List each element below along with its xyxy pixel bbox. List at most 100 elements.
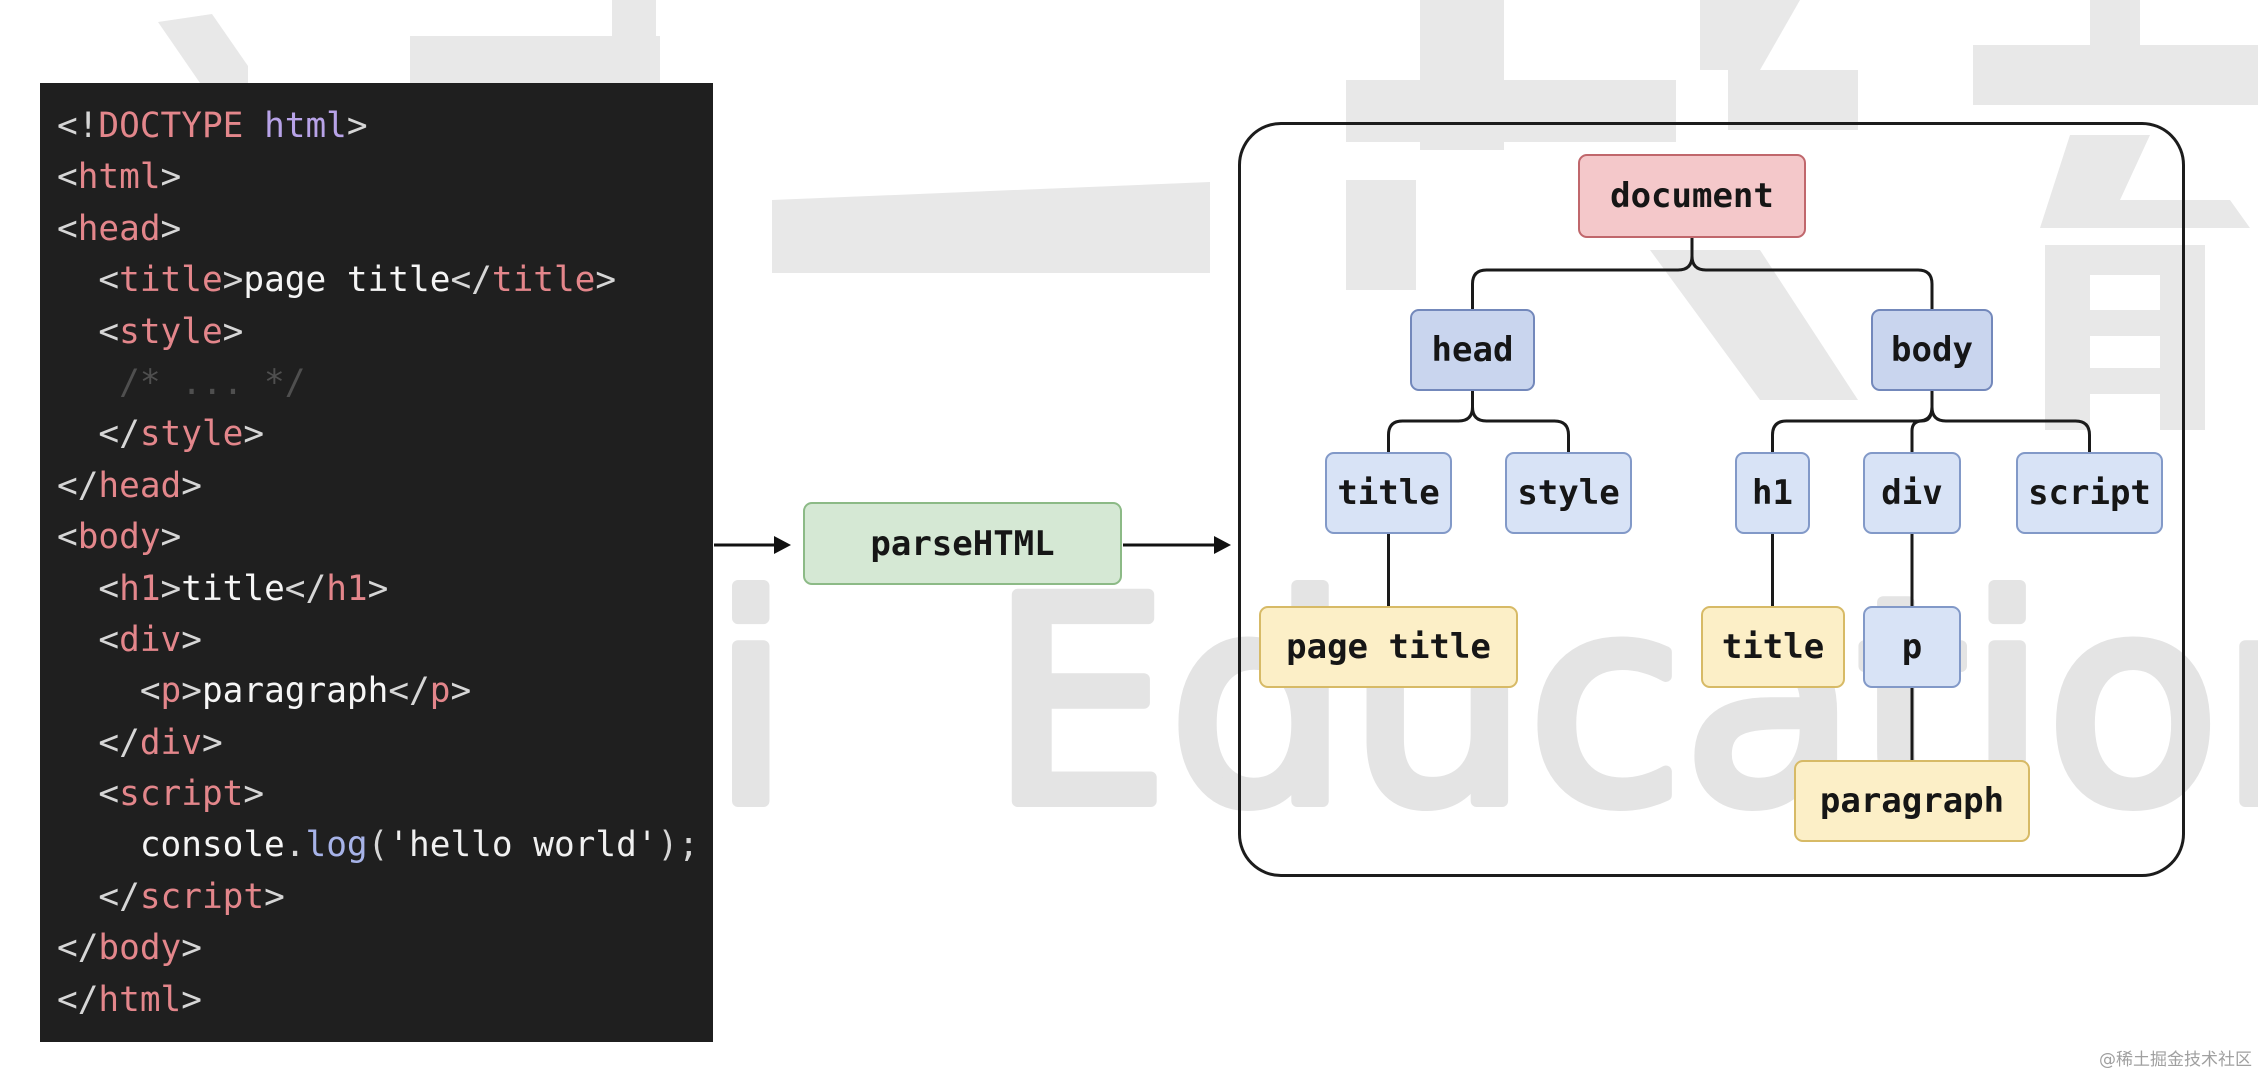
code-token: > bbox=[160, 157, 182, 198]
code-token: <! bbox=[57, 106, 99, 146]
code-line: <body> bbox=[57, 512, 713, 563]
code-token: > bbox=[367, 568, 389, 609]
node-title: title bbox=[1325, 452, 1452, 534]
code-token: h1 bbox=[119, 568, 161, 609]
code-token: div bbox=[139, 722, 202, 763]
watermark-glyph-stroke bbox=[158, 14, 248, 83]
code-token: < bbox=[57, 208, 78, 249]
code-token: script bbox=[119, 774, 244, 815]
dom-tree-container bbox=[1238, 122, 2185, 877]
node-label: div bbox=[1881, 473, 1943, 513]
code-token: > bbox=[222, 311, 244, 352]
code-token: > bbox=[160, 208, 182, 249]
code-token: console bbox=[57, 825, 285, 866]
code-token: > bbox=[160, 517, 182, 558]
code-panel: <!DOCTYPE html><html><head> <title>page … bbox=[40, 83, 713, 1042]
code-token: < bbox=[57, 260, 120, 301]
code-token: </ bbox=[57, 722, 140, 763]
code-token: p bbox=[160, 671, 182, 712]
code-token: > bbox=[595, 260, 617, 301]
code-token: </ bbox=[57, 928, 99, 969]
code-line: <p>paragraph</p> bbox=[57, 666, 713, 717]
code-token: > bbox=[181, 979, 202, 1020]
code-token: title bbox=[119, 260, 223, 301]
code-token: h1 bbox=[326, 568, 368, 609]
code-token: < bbox=[57, 568, 120, 609]
code-line: <head> bbox=[57, 204, 713, 255]
node-p: p bbox=[1863, 606, 1961, 688]
code-token: html bbox=[98, 979, 182, 1020]
watermark-glyph-stroke bbox=[1728, 70, 1858, 130]
code-token: style bbox=[119, 311, 223, 352]
code-token: . bbox=[284, 825, 306, 866]
watermark-glyph-stroke bbox=[1700, 0, 1800, 70]
code-token: < bbox=[57, 671, 161, 712]
code-token: > bbox=[346, 106, 368, 146]
code-token: > bbox=[181, 619, 202, 660]
arrow-parse-to-tree bbox=[1123, 536, 1231, 554]
code-line: </head> bbox=[57, 461, 713, 512]
node-style: style bbox=[1505, 452, 1632, 534]
code-line: <html> bbox=[57, 152, 713, 203]
code-line: </body> bbox=[57, 923, 713, 974]
code-line: </style> bbox=[57, 409, 713, 460]
code-token: > bbox=[181, 928, 202, 969]
code-token: < bbox=[57, 517, 78, 558]
code-token: log bbox=[305, 825, 368, 866]
parse-html-label: parseHTML bbox=[870, 523, 1055, 564]
code-token: < bbox=[57, 619, 120, 660]
watermark-glyph-stroke bbox=[612, 0, 656, 50]
node-script: script bbox=[2016, 452, 2163, 534]
parse-html-step: parseHTML bbox=[803, 502, 1122, 585]
code-token: div bbox=[119, 619, 182, 660]
node-label: title bbox=[1721, 627, 1825, 667]
code-token: paragraph bbox=[201, 671, 389, 712]
node-label: title bbox=[1337, 473, 1440, 513]
watermark-glyph-stroke bbox=[410, 36, 660, 83]
code-line: /* ... */ bbox=[57, 358, 713, 409]
code-line: <script> bbox=[57, 769, 713, 820]
node-label: paragraph bbox=[1819, 781, 2005, 821]
code-token: head bbox=[77, 208, 161, 249]
arrow-head bbox=[774, 536, 791, 554]
node-label: p bbox=[1901, 627, 1923, 667]
code-token: body bbox=[98, 928, 182, 969]
node-label: style bbox=[1517, 473, 1620, 513]
code-token: ); bbox=[657, 825, 699, 866]
code-token: </ bbox=[388, 671, 430, 712]
code-token: p bbox=[429, 671, 451, 712]
code-token: > bbox=[264, 876, 285, 917]
code-token: /* ... */ bbox=[57, 362, 306, 403]
code-token: 'hello world' bbox=[388, 825, 658, 866]
code-token: DOCTYPE bbox=[98, 106, 244, 146]
node-text-title: title bbox=[1701, 606, 1845, 688]
node-h1: h1 bbox=[1735, 452, 1810, 534]
code-token: </ bbox=[57, 876, 140, 917]
code-token: style bbox=[139, 414, 244, 455]
watermark-glyph-stroke bbox=[772, 182, 1210, 273]
code-token: > bbox=[450, 671, 472, 712]
code-token: > bbox=[243, 414, 265, 455]
code-token: </ bbox=[57, 465, 99, 506]
node-label: head bbox=[1431, 330, 1514, 370]
code-token: > bbox=[160, 568, 182, 609]
code-token: head bbox=[98, 465, 182, 506]
code-token: page title bbox=[243, 260, 451, 301]
node-text-page-title: page title bbox=[1259, 606, 1518, 688]
code-token: body bbox=[77, 517, 161, 558]
node-label: body bbox=[1891, 330, 1973, 370]
arrow-head bbox=[1214, 536, 1231, 554]
code-token: > bbox=[181, 465, 202, 506]
code-line: <style> bbox=[57, 307, 713, 358]
code-line: <title>page title</title> bbox=[57, 255, 713, 306]
code-token: html bbox=[243, 106, 347, 146]
code-token: ( bbox=[367, 825, 389, 866]
node-label: h1 bbox=[1752, 473, 1793, 513]
node-div: div bbox=[1863, 452, 1961, 534]
code-block: <!DOCTYPE html><html><head> <title>page … bbox=[57, 101, 713, 1026]
code-token: > bbox=[181, 671, 202, 712]
code-token: </ bbox=[57, 414, 140, 455]
code-line: <h1>title</h1> bbox=[57, 564, 713, 615]
node-head: head bbox=[1410, 309, 1535, 391]
